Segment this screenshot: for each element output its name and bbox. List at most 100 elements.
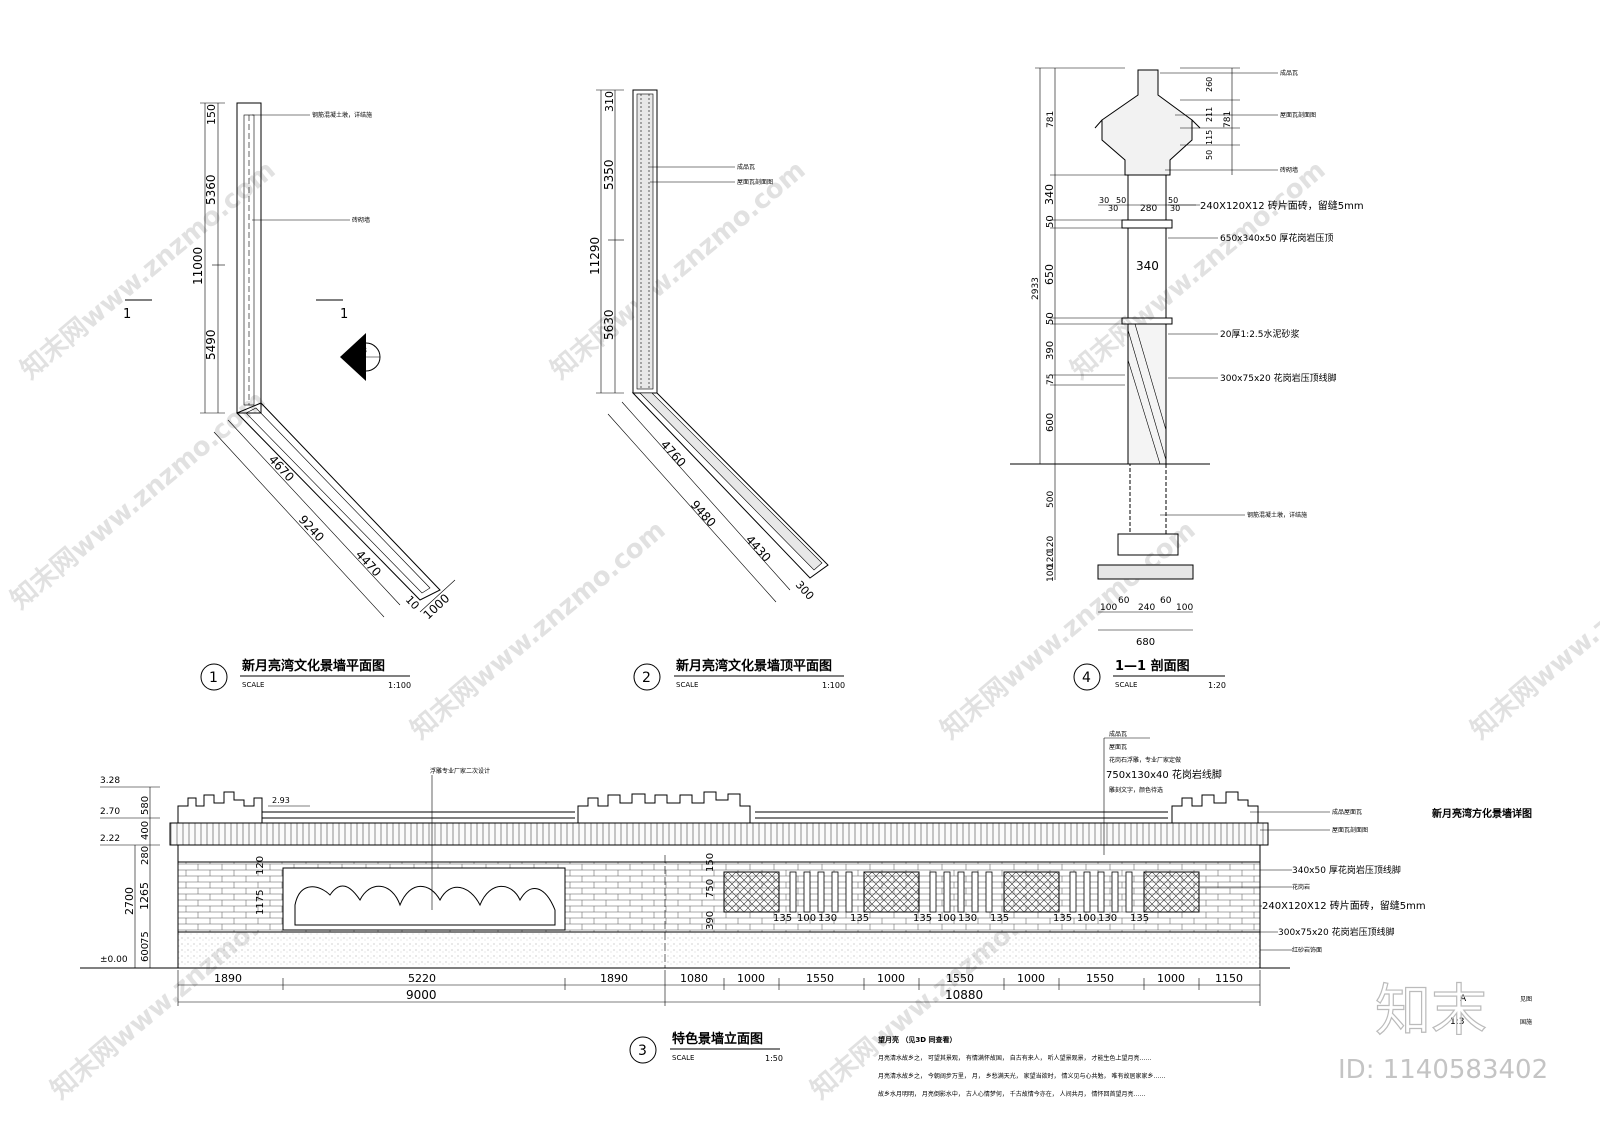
plan-dim: 150 bbox=[205, 104, 218, 125]
elev-dim: 135 bbox=[1053, 913, 1072, 924]
elev-dim: 750 bbox=[705, 879, 716, 898]
section-dim: 500 bbox=[1046, 491, 1056, 508]
section-dim: 340 bbox=[1043, 184, 1056, 205]
elev-dim: 1175 bbox=[255, 890, 266, 915]
elev-dim-bottom: 1080 bbox=[680, 972, 708, 985]
section-dim-small: 30 bbox=[1099, 196, 1109, 205]
elev-dim-bottom: 5220 bbox=[408, 972, 436, 985]
elev-side-note: 240X120X12 砖片面砖，留缝5mm bbox=[1262, 899, 1426, 912]
section-note: 240X120X12 砖片面砖，留缝5mm bbox=[1200, 199, 1364, 212]
watermark-text: 知末网www.znzmo.com bbox=[1465, 515, 1600, 745]
section-dim: 390 bbox=[1045, 341, 1056, 360]
elev-dim: 135 bbox=[1130, 913, 1149, 924]
section-note: 砖砌墙 bbox=[1280, 166, 1298, 174]
roof-dim: 4430 bbox=[743, 533, 774, 565]
elev-dim: 130 bbox=[1098, 913, 1117, 924]
elev-dim: 100 bbox=[797, 913, 816, 924]
elev-dim-bottom: 1000 bbox=[1017, 972, 1045, 985]
elev-dim: 580 bbox=[140, 796, 151, 815]
section-note: 650x340x50 厚花岗岩压顶 bbox=[1220, 232, 1333, 244]
section-dim-small: 280 bbox=[1140, 204, 1157, 214]
plan-dim: 5490 bbox=[204, 329, 218, 360]
elev-side-note: 屋面瓦剖面图 bbox=[1332, 826, 1368, 834]
elev-dim: 135 bbox=[990, 913, 1009, 924]
roof-dim: 5350 bbox=[602, 159, 616, 190]
elev-side-note: 340x50 厚花岗岩压顶线脚 bbox=[1292, 864, 1401, 876]
section-dim: 75 bbox=[1046, 374, 1056, 385]
elev-level: 3.28 bbox=[100, 776, 120, 786]
watermark-text: 知末网www.znzmo.com bbox=[405, 515, 671, 745]
plan-note: 砖砌墙 bbox=[352, 216, 370, 224]
elev-dim: 130 bbox=[958, 913, 977, 924]
id-watermark: ID: 1140583402 bbox=[1338, 1055, 1548, 1085]
elev-top-note: 成品瓦 bbox=[1109, 730, 1127, 738]
section-dim-bottom: 680 bbox=[1136, 637, 1155, 648]
elev-dim-bottom: 1000 bbox=[877, 972, 905, 985]
section-dim-bottom: 240 bbox=[1138, 603, 1155, 613]
poem-heading: 望月亮 （见3D 同查看） bbox=[878, 1035, 957, 1044]
plan-dim: 4670 bbox=[266, 452, 297, 484]
section-dim: 600 bbox=[1045, 413, 1056, 432]
elev-dim: 100 bbox=[937, 913, 956, 924]
plan-dim: 4470 bbox=[353, 547, 384, 579]
elev-number: 3 bbox=[638, 1043, 647, 1059]
section-dim: 211 bbox=[1205, 107, 1214, 122]
elev-dim-bottom: 1550 bbox=[1086, 972, 1114, 985]
roof-dim: 9480 bbox=[688, 498, 719, 530]
elev-level: ±0.00 bbox=[100, 955, 128, 965]
project-title: 新月亮湾方化景墙详图 bbox=[1432, 807, 1532, 820]
elev-level: 2.93 bbox=[272, 796, 290, 805]
section-dim: 50 bbox=[1045, 312, 1056, 325]
roof-dim: 4760 bbox=[658, 438, 689, 470]
section-dim: 120 bbox=[1046, 536, 1056, 553]
elev-dim-total: 9000 bbox=[406, 988, 437, 1002]
plan-dim: 5360 bbox=[204, 174, 218, 205]
watermark-text: 知末网www.znzmo.com bbox=[545, 155, 811, 385]
elev-scale-label: SCALE bbox=[672, 1054, 694, 1062]
plan-dim: 11000 bbox=[191, 247, 205, 285]
plan-title: 新月亮湾文化景墙平面图 bbox=[242, 658, 385, 674]
plan-note: 钢筋混凝土墩，详结施 bbox=[312, 111, 372, 119]
logo-watermark: 知末 bbox=[1375, 979, 1487, 1044]
elev-dim-bottom: 1890 bbox=[214, 972, 242, 985]
elevation-drawing: 3.28 2.70 2.93 2.22 ±0.00 580 400 280 27… bbox=[80, 730, 1426, 1064]
section-scale: 1:20 bbox=[1208, 681, 1226, 690]
elev-dim: 135 bbox=[850, 913, 869, 924]
section-dim: 260 bbox=[1205, 77, 1214, 92]
section-scale-label: SCALE bbox=[1115, 681, 1137, 689]
section-dim-small: 50 bbox=[1116, 196, 1126, 205]
section-dim-small: 30 bbox=[1108, 204, 1118, 213]
plan-scale-label: SCALE bbox=[242, 681, 264, 689]
elev-dim: 135 bbox=[913, 913, 932, 924]
plan-number: 1 bbox=[209, 670, 218, 686]
elev-side-note: 300x75x20 花岗岩压顶线脚 bbox=[1278, 926, 1395, 938]
elev-dim: 135 bbox=[773, 913, 792, 924]
section-dim-bottom: 60 bbox=[1160, 596, 1172, 606]
section-dim: 120 bbox=[1046, 551, 1056, 568]
detail-mark: 3 bbox=[362, 346, 367, 355]
elev-dim: 600 bbox=[140, 943, 151, 962]
section-dim-small: 50 bbox=[1168, 196, 1178, 205]
elev-dim: 400 bbox=[140, 821, 151, 840]
section-dim: 650 bbox=[1043, 264, 1056, 285]
roof-dim: 300 bbox=[793, 578, 817, 602]
section-note: 屋面瓦剖面图 bbox=[1280, 111, 1316, 119]
elev-dim-bottom: 1550 bbox=[806, 972, 834, 985]
watermark-text: 知末网www.znzmo.com bbox=[935, 515, 1201, 745]
section-dim: 2933 bbox=[1031, 277, 1041, 300]
roof-scale: 1:100 bbox=[822, 681, 845, 690]
elev-dim: 150 bbox=[705, 853, 716, 872]
elev-dim: 120 bbox=[255, 856, 266, 875]
section-number: 4 bbox=[1082, 670, 1091, 686]
roof-dim: 310 bbox=[603, 91, 616, 112]
section-dim: 115 bbox=[1205, 130, 1214, 145]
section-note: 钢筋混凝土墩，详结施 bbox=[1247, 511, 1307, 519]
section-dim-bottom: 100 bbox=[1100, 603, 1117, 613]
elev-side-note: 红砂岩饰面 bbox=[1292, 946, 1322, 954]
elev-dim: 390 bbox=[705, 911, 716, 930]
elev-top-note: 雕刻文字，颜色待选 bbox=[1109, 786, 1163, 794]
title-block-side: 见图 bbox=[1520, 996, 1532, 1003]
elev-title: 特色景墙立面图 bbox=[672, 1031, 763, 1047]
elev-dim-bottom: 1890 bbox=[600, 972, 628, 985]
